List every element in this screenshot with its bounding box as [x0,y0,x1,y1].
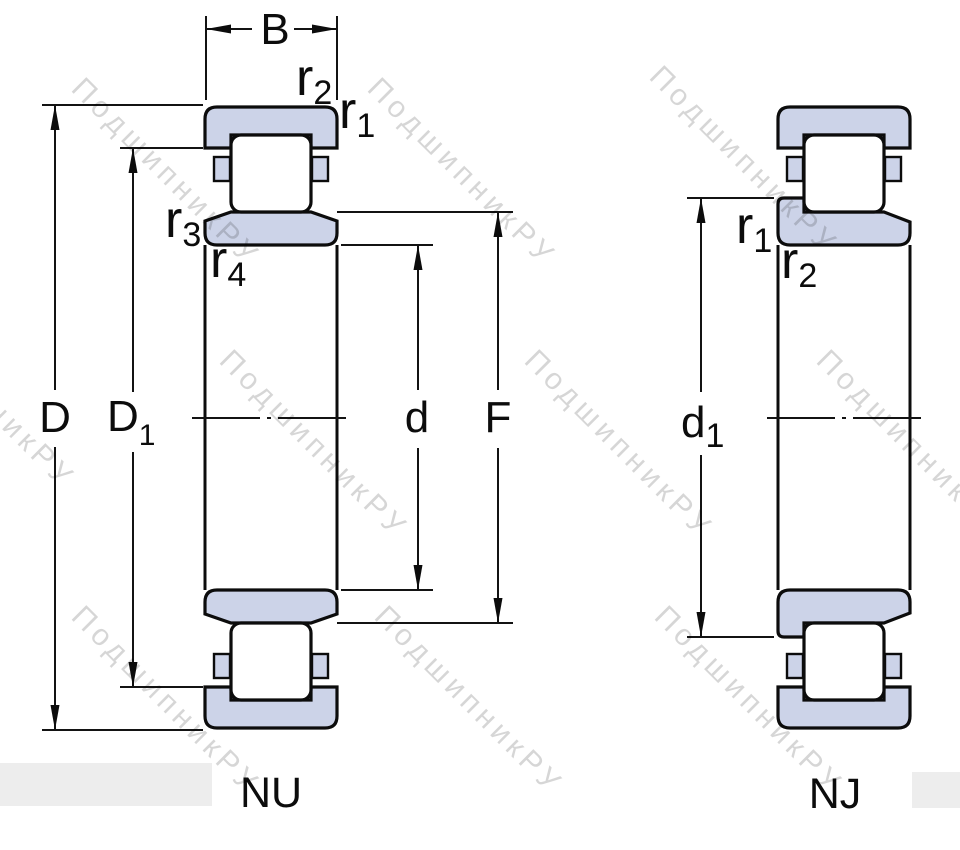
gray-patch-bottom-left [0,763,212,806]
nj-type-label: NJ [809,770,862,818]
nj-roller-top [802,133,886,214]
nu-roller-top [229,133,313,214]
label-D1: D1 [107,392,155,452]
label-d: d [405,393,429,442]
dim-arrow-d-top [413,245,423,270]
nu-outer-ring-top [203,105,339,150]
watermark-text: ПодшипникРУ [368,600,570,802]
dim-arrow-B-left [206,24,231,34]
nu-cage-bar [212,652,232,680]
label-r1-nj: r1 [736,197,772,260]
nu-roller-bottom [229,621,313,702]
nj-cage-bar [785,652,805,680]
nu-type-label: NU [240,769,302,817]
dim-arrow-d1-top [696,198,706,223]
label-r3-nu: r3 [165,191,201,254]
nu-cage-bar [310,652,330,680]
label-r1-nu: r1 [339,82,375,145]
nu-inner-ring-bottom [203,588,339,625]
dim-arrow-B-right [312,24,337,34]
dim-arrow-d1-bottom [696,612,706,637]
watermark-text: ПодшипникРУ [213,344,415,546]
label-r2-nj: r2 [781,232,817,295]
nj-inner-ring-bottom [776,588,912,639]
dim-arrow-D1-bottom [128,662,138,687]
dim-arrow-D-bottom [50,705,60,730]
nj-outer-ring-top [776,105,912,150]
gray-patches [0,763,960,808]
dim-arrow-d-bottom [413,565,423,590]
nj-cage-bar [883,652,903,680]
nj-outer-ring-bottom [776,685,912,730]
dim-arrow-F-top [493,212,503,237]
label-B: B [260,5,289,54]
label-r2-nu: r2 [296,49,332,112]
nu-cage-bar [310,155,330,183]
nu-bearing-view: B D D1 d F r2 r1 r3 r4 NU [39,5,513,817]
gray-patch-bottom-right [912,772,960,808]
dim-arrow-F-bottom [493,598,503,623]
dim-arrow-D-top [50,105,60,130]
nj-cage-bar [785,155,805,183]
nj-bearing-view: d1 r1 r2 NJ [681,105,922,818]
nu-outer-ring-bottom [203,685,339,730]
watermark-text: ПодшипникРУ [361,72,563,274]
nu-cage-bar [212,155,232,183]
label-d1: d1 [681,398,724,455]
label-D: D [39,393,71,442]
nj-inner-ring-top [776,196,912,247]
nj-cage-bar [883,155,903,183]
dim-arrow-D1-top [128,148,138,173]
nj-roller-bottom [802,621,886,702]
watermark-text: ПодшипникРУ [810,344,960,546]
label-F: F [485,393,512,442]
label-r4-nu: r4 [210,231,246,294]
nu-inner-ring-top [203,210,339,247]
